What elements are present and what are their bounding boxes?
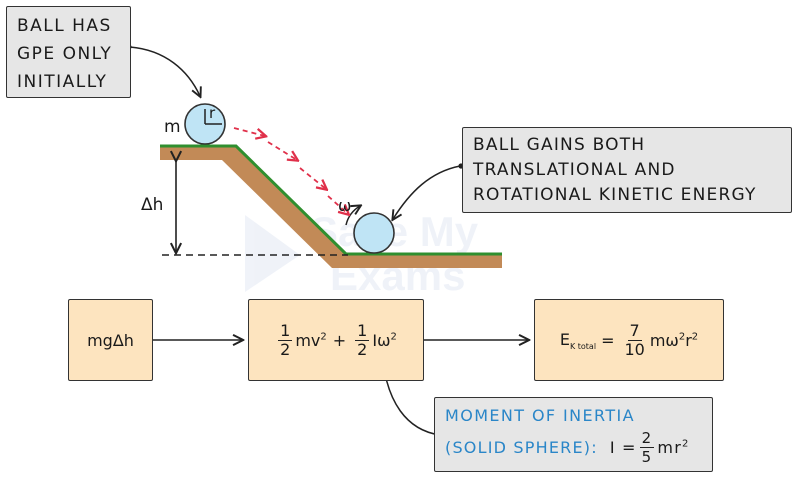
note-gpe-line-3: INITIALLY: [17, 72, 108, 92]
radius-label: r: [209, 104, 216, 122]
box-gpe-equation: mgΔh: [68, 299, 153, 381]
motion-arrows: [233, 127, 348, 214]
total-energy-symbol: EK total: [559, 329, 597, 351]
translational-term: mv2: [295, 330, 327, 350]
total-energy-expression: mω2r2: [649, 330, 699, 350]
box-total-kinetic-energy: EK total = 7 10 mω2r2: [534, 299, 724, 381]
note-gpe-line-1: BALL HAS: [17, 16, 112, 36]
inertia-lhs: I =: [609, 438, 637, 457]
fraction-half-2: 1 2: [355, 320, 370, 359]
rotational-term: Iω2: [372, 330, 397, 350]
plus-sign: +: [332, 330, 347, 350]
note-kinetic-line-3: ROTATIONAL KINETIC ENERGY: [473, 185, 757, 205]
radius-marker: [204, 109, 222, 125]
note-gpe-line-2: GPE ONLY: [17, 44, 113, 64]
note-kinetic-line-2: TRANSLATIONAL AND: [473, 160, 676, 180]
ground-slope: [160, 146, 502, 268]
fraction-half-1: 1 2: [278, 320, 293, 359]
inertia-line-2-row: (SOLID SPHERE): I = 2 5 mr2: [445, 429, 702, 466]
note-kinetic-line-1: BALL GAINS BOTH: [473, 135, 646, 155]
omega-rotation-arrow: [345, 206, 360, 226]
fraction-seven-tenths: 7 10: [624, 320, 645, 359]
inertia-line-2: (SOLID SPHERE):: [445, 438, 598, 457]
inertia-rhs: mr2: [657, 438, 690, 457]
ball-bottom: [353, 212, 395, 254]
box-kinetic-equation: 1 2 mv2 + 1 2 Iω2: [248, 299, 424, 381]
equals-sign: =: [601, 330, 615, 350]
pointer-kinetic: [393, 165, 461, 219]
height-label: Δh: [141, 195, 164, 215]
note-gpe-only: BALL HAS GPE ONLY INITIALLY: [6, 6, 131, 98]
slope-surface: [160, 144, 502, 256]
note-kinetic-energy: BALL GAINS BOTH TRANSLATIONAL AND ROTATI…: [462, 127, 792, 213]
note-moment-of-inertia: MOMENT OF INERTIA (SOLID SPHERE): I = 2 …: [434, 397, 713, 472]
omega-label: ω: [338, 196, 352, 215]
inertia-line-1: MOMENT OF INERTIA: [445, 406, 636, 425]
pointer-gpe: [129, 46, 200, 96]
mass-label: m: [164, 117, 181, 137]
fraction-two-fifths: 2 5: [639, 429, 655, 466]
gpe-expression: mgΔh: [87, 330, 134, 350]
